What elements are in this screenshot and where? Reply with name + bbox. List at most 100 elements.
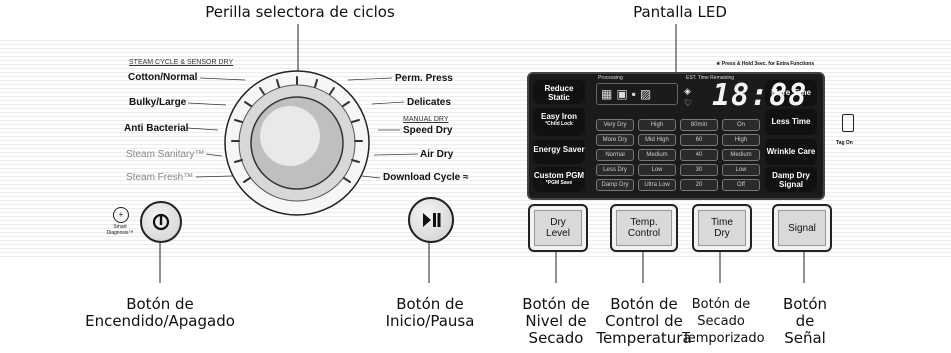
tag-on-icon [842, 114, 854, 132]
power-icon [152, 213, 170, 231]
easy-iron-sub: *Child Lock [545, 121, 573, 127]
damp-dry-signal-button[interactable]: Damp Dry Signal [765, 167, 817, 192]
callout-temp-line1: Botón de [610, 295, 678, 313]
grid-cell: Less Dry [596, 164, 634, 176]
grid-cell: Off [722, 179, 760, 191]
reduce-static-button[interactable]: Reduce Static [533, 80, 585, 104]
damp-dry-sub: Signal [778, 180, 803, 189]
grid-cell: Medium [638, 149, 676, 161]
grid-cell: Normal [596, 149, 634, 161]
temp-control-button[interactable]: Temp. Control [610, 204, 678, 252]
callout-start-pause: Botón de Inicio/Pausa [350, 296, 510, 330]
manual-dry-header: MANUAL DRY [403, 116, 449, 123]
energy-saver-label: Energy Saver [533, 145, 585, 154]
damp-dry-label: Damp Dry [772, 171, 810, 180]
callout-time-line1: Botón de [691, 297, 751, 312]
cycle-bulky-large: Bulky/Large [129, 97, 187, 108]
cycle-steam-fresh: Steam Fresh™ [126, 172, 194, 183]
time-dry-button[interactable]: Time Dry [692, 204, 752, 252]
est-time-label: EST. Time Remaining [686, 75, 735, 81]
more-time-button[interactable]: More Time [765, 80, 817, 106]
start-pause-button[interactable] [408, 197, 454, 243]
callout-temp-line3: Temperatura [596, 329, 692, 347]
grid-cell: 60 [680, 134, 718, 146]
dry-level-button[interactable]: Dry Level [528, 204, 588, 252]
cycle-speed-dry: Speed Dry [403, 125, 453, 136]
grid-cell: Low [638, 164, 676, 176]
cycle-steam-sanitary: Steam Sanitary™ [126, 149, 205, 160]
grid-cell: 40 [680, 149, 718, 161]
callout-time-dry: Botón de Secado Temporizado [682, 296, 765, 347]
dry-level-label: Dry Level [546, 217, 570, 239]
callout-power-line1: Botón de [126, 295, 194, 313]
time-dry-label: Time Dry [711, 217, 733, 239]
callout-temp-control: Botón de Control de Temperatura [590, 296, 698, 347]
wifi-icon: ≈ [463, 172, 469, 183]
signal-label: Signal [788, 222, 816, 234]
led-digits: 18:88 [712, 78, 808, 113]
energy-saver-button[interactable]: Energy Saver [533, 140, 585, 164]
temp-control-label: Temp. Control [627, 217, 661, 239]
callout-signal-line1: Botón [782, 295, 828, 313]
callout-dry-line1: Botón de [522, 295, 590, 313]
cycle-selector-knob[interactable] [222, 68, 372, 218]
custom-pgm-label: Custom PGM [533, 171, 585, 180]
callout-time-line2: Secado [697, 314, 745, 329]
callout-selector-knob: Perilla selectora de ciclos [205, 3, 395, 21]
grid-cell: High [722, 134, 760, 146]
callout-power-line2: Encendido/Apagado [85, 312, 235, 330]
callout-dry-line3: Secado [528, 329, 584, 347]
grid-cell: Very Dry [596, 119, 634, 131]
more-time-label: More Time [771, 88, 811, 97]
processing-label: Processing [598, 75, 623, 81]
callout-dry-level: Botón de Nivel de Secado [511, 296, 601, 347]
signal-button[interactable]: Signal [772, 204, 832, 252]
callout-signal-line3: Señal [784, 329, 826, 347]
press-hold-note: ★ Press & Hold 3sec. for Extra Functions [716, 61, 815, 67]
play-pause-icon [423, 213, 441, 227]
callout-start-line2: Inicio/Pausa [385, 312, 475, 330]
easy-iron-button[interactable]: Easy Iron *Child Lock [533, 108, 585, 136]
callout-temp-line2: Control de [605, 312, 683, 330]
steam-cycle-header: STEAM CYCLE & SENSOR DRY [129, 59, 234, 66]
reduce-static-label: Reduce Static [544, 84, 574, 102]
callout-dry-line2: Nivel de [525, 312, 587, 330]
cycle-anti-bacterial: Anti Bacterial [124, 123, 189, 134]
callout-start-line1: Botón de [396, 295, 464, 313]
grid-cell: On [722, 119, 760, 131]
callout-signal-line2: de [795, 312, 815, 330]
smart-diagnosis-icon: + [113, 207, 129, 223]
grid-cell: Mid High [638, 134, 676, 146]
tag-on-label: Tag On [836, 140, 853, 146]
less-time-label: Less Time [771, 117, 811, 126]
grid-cell: 80min [680, 119, 718, 131]
grid-cell: 20 [680, 179, 718, 191]
wrinkle-care-label: Wrinkle Care [766, 147, 816, 156]
processing-icons: ▦▣▪▨ [596, 83, 678, 105]
callout-signal: Botón de Señal [770, 296, 840, 347]
download-cycle-label: Download Cycle [383, 172, 461, 183]
callout-led-display: Pantalla LED [633, 3, 727, 21]
cycle-air-dry: Air Dry [420, 149, 454, 160]
heart-icon: ♡ [684, 98, 693, 108]
cycle-perm-press: Perm. Press [395, 73, 453, 84]
grid-cell: 30 [680, 164, 718, 176]
custom-pgm-sub: *PGM Save [545, 180, 573, 186]
grid-cell: Damp Dry [596, 179, 634, 191]
cycle-download-cycle: Download Cycle ≈ [383, 172, 469, 183]
less-time-button[interactable]: Less Time [765, 109, 817, 135]
grid-cell: More Dry [596, 134, 634, 146]
grid-cell: High [638, 119, 676, 131]
cycle-delicates: Delicates [407, 97, 451, 108]
cycle-cotton-normal: Cotton/Normal [128, 72, 198, 83]
custom-pgm-button[interactable]: Custom PGM *PGM Save [533, 167, 585, 192]
smart-diagnosis-label: Smart Diagnosis™ [106, 224, 134, 236]
callout-time-line3: Temporizado [682, 331, 765, 346]
grid-cell: Medium [722, 149, 760, 161]
wifi-status-icon: ◈ [684, 86, 691, 96]
grid-cell: Low [722, 164, 760, 176]
grid-cell: Ultra Low [638, 179, 676, 191]
wrinkle-care-button[interactable]: Wrinkle Care [765, 139, 817, 165]
power-button[interactable] [140, 201, 182, 243]
